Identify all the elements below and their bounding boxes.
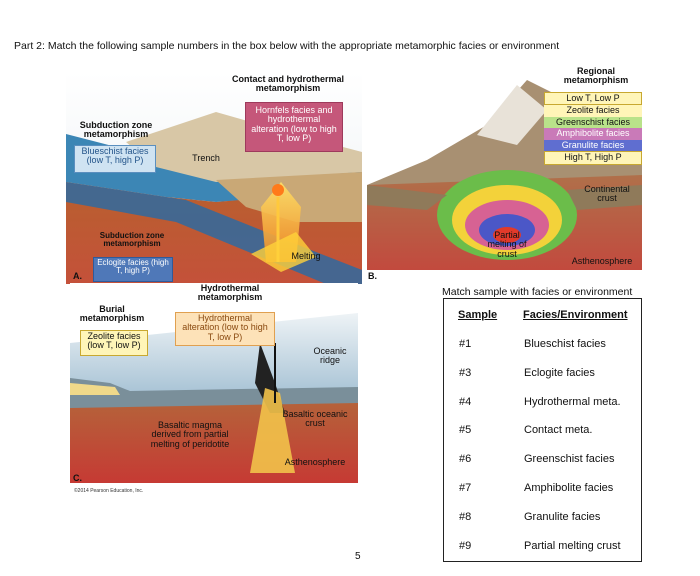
- page-heading: Part 2: Match the following sample numbe…: [14, 40, 560, 52]
- hydrothermal-metamorphism-title: Hydrothermal metamorphism: [197, 283, 263, 303]
- figure-c-burial-hydrothermal: Burial metamorphism Zeolite facies (low …: [70, 283, 358, 483]
- figure-a-letter: A.: [73, 271, 82, 281]
- match-table: Sample Facies/Environment #1 Blueschist …: [443, 298, 642, 562]
- figure-a-subduction: Contact and hydrothermal metamorphism Ho…: [66, 72, 362, 284]
- facies-header: Facies/Environment: [523, 309, 628, 321]
- partial-melting-label: Partial melting of crust: [487, 230, 527, 259]
- basaltic-crust-label: Basaltic oceanic crust: [282, 409, 348, 429]
- basaltic-magma-label: Basaltic magma derived from partial melt…: [150, 420, 230, 449]
- figure-c-illustration: [70, 283, 358, 483]
- subduction-zone-title: Subduction zone metamorphism: [79, 120, 153, 140]
- asthenosphere-c-label: Asthenosphere: [284, 457, 346, 467]
- sample-8: #9: [459, 540, 472, 552]
- burial-metamorphism-title: Burial metamorphism: [79, 304, 145, 324]
- blueschist-facies-box: Blueschist facies (low T, high P): [74, 145, 156, 173]
- sample-4: #5: [459, 424, 472, 436]
- match-instructions: Match sample with facies or environment: [442, 286, 633, 298]
- continental-crust-label: Continental crust: [584, 184, 630, 204]
- facies-5: Greenschist facies: [524, 453, 615, 465]
- facies-4: Contact meta.: [524, 424, 593, 436]
- amphibolite-facies: Amphibolite facies: [544, 128, 642, 140]
- sample-7: #8: [459, 511, 472, 523]
- facies-2: Eclogite facies: [524, 367, 595, 379]
- contact-metamorphism-title: Contact and hydrothermal metamorphism: [231, 74, 344, 94]
- greenschist-facies: Greenschist facies: [544, 116, 642, 129]
- sample-header: Sample: [458, 309, 498, 321]
- zeolite-facies: Zeolite facies: [544, 105, 642, 117]
- sample-6: #7: [459, 482, 472, 494]
- asthenosphere-b-label: Asthenosphere: [571, 256, 633, 266]
- subduction-zone-title-2: Subduction zone metamorphism: [99, 231, 165, 249]
- facies-8: Partial melting crust: [524, 540, 621, 552]
- regional-facies-legend: Low T, Low P Zeolite facies Greenschist …: [544, 92, 642, 165]
- facies-1: Blueschist facies: [524, 338, 606, 350]
- figure-b-regional: Regional metamorphism Low T, Low P Zeoli…: [367, 65, 642, 270]
- sample-5: #6: [459, 453, 472, 465]
- sample-2: #3: [459, 367, 472, 379]
- granulite-facies: Granulite facies: [544, 139, 642, 152]
- figure-b-letter: B.: [368, 271, 377, 281]
- facies-7: Granulite facies: [524, 511, 601, 523]
- melting-label: Melting: [291, 251, 321, 261]
- high-t-high-p: High T, High P: [544, 151, 642, 165]
- facies-6: Amphibolite facies: [524, 482, 614, 494]
- regional-metamorphism-title: Regional metamorphism: [563, 66, 629, 86]
- sample-3: #4: [459, 396, 472, 408]
- oceanic-ridge-label: Oceanic ridge: [313, 346, 347, 366]
- low-t-low-p: Low T, Low P: [544, 92, 642, 106]
- page-number: 5: [355, 551, 361, 562]
- hydrothermal-alteration-box: Hydrothermal alteration (low to high T, …: [175, 312, 275, 346]
- sample-1: #1: [459, 338, 472, 350]
- hornfels-facies-box: Hornfels facies and hydrothermal alterat…: [245, 102, 343, 152]
- facies-3: Hydrothermal meta.: [524, 396, 621, 408]
- figure-c-letter: C.: [73, 473, 82, 483]
- zeolite-facies-box: Zeolite facies (low T, low P): [80, 330, 148, 356]
- copyright-note: ©2014 Pearson Education, Inc.: [74, 488, 144, 494]
- trench-label: Trench: [192, 153, 220, 163]
- eclogite-facies-box: Eclogite facies (high T, high P): [93, 257, 173, 282]
